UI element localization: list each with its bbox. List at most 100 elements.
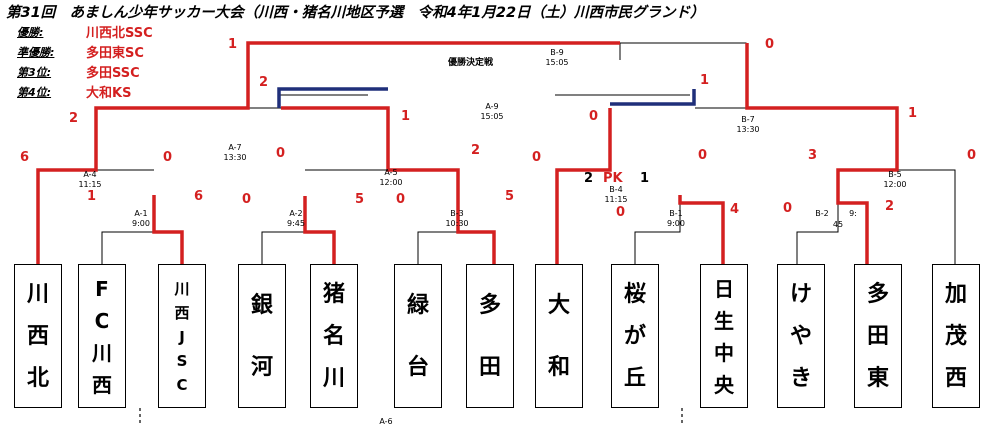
score-b9-right: 0 xyxy=(765,37,775,52)
team-box-9: 桜が丘 xyxy=(611,264,659,408)
team-name-char: き xyxy=(789,366,812,391)
match-a9-id: A-9 xyxy=(485,102,499,111)
team-name-char: S xyxy=(176,352,188,370)
line-b2 xyxy=(796,196,839,264)
score-b7-right: 1 xyxy=(908,106,918,121)
match-a5-id: A-5 xyxy=(384,168,398,177)
final-label: 優勝決定戦 xyxy=(448,58,494,68)
line-a9-navy-left xyxy=(277,87,388,108)
team-name-char: J xyxy=(179,328,185,346)
team-name-char: 西 xyxy=(26,324,49,349)
match-b3-time: 10:30 xyxy=(445,219,469,228)
team-name-char: 銀 xyxy=(250,293,273,318)
score-b9-left: 1 xyxy=(228,37,238,52)
team-box-11: けやき xyxy=(777,264,825,408)
team-name-char: 川 xyxy=(26,282,49,307)
line-b5 xyxy=(897,169,956,264)
rank-label-1: 優勝: xyxy=(17,26,44,39)
score-a5-left: 0 xyxy=(276,146,286,161)
team-name-char: 多 xyxy=(866,282,889,307)
rank-label-2: 準優勝: xyxy=(17,46,55,59)
team-name-char: 田 xyxy=(866,324,889,349)
match-b5-id: B-5 xyxy=(888,170,902,179)
match-a5-time: 12:00 xyxy=(379,178,403,187)
line-b3 xyxy=(417,231,458,264)
match-b2: B-2 xyxy=(802,209,842,219)
match-a7-time: 13:30 xyxy=(223,153,247,162)
team-name-char: 日 xyxy=(714,277,734,301)
score-a4-left: 6 xyxy=(20,150,30,165)
score-a9-right: 1 xyxy=(700,73,710,88)
rank-team-3: 多田SSC xyxy=(86,66,140,81)
team-name-char: や xyxy=(789,324,812,349)
team-box-5: 猪名川 xyxy=(310,264,358,408)
score-b1-right: 4 xyxy=(730,202,740,217)
match-a9-time: 15:05 xyxy=(480,112,504,121)
team-name-char: 西 xyxy=(92,373,112,397)
score-a5-right: 2 xyxy=(471,143,481,158)
match-a6-id: A-6 xyxy=(379,417,393,426)
team-name-char: 生 xyxy=(714,309,734,333)
team-box-10: 日生中央 xyxy=(700,264,748,408)
team-name-char: 央 xyxy=(714,373,734,397)
team-name-char: 台 xyxy=(406,355,429,380)
team-name-char: 大 xyxy=(547,293,570,318)
red-kawanishikita xyxy=(36,41,620,264)
score-a9-left: 2 xyxy=(259,75,269,90)
match-a6: A-6 xyxy=(366,417,406,427)
rank-team-1: 川西北SSC xyxy=(86,26,153,41)
bottom-dashes xyxy=(139,408,683,426)
red-inagawa xyxy=(303,196,336,264)
match-a2-id: A-2 xyxy=(289,209,303,218)
score-b4-pk-left: 2 xyxy=(584,171,594,186)
score-b2-left: 0 xyxy=(783,201,793,216)
score-a2-right: 5 xyxy=(355,192,365,207)
red-tadahigashi xyxy=(745,43,899,264)
match-b7-time: 13:30 xyxy=(736,125,760,134)
red-nisseichuo xyxy=(678,195,725,264)
rank-team-2: 多田東SC xyxy=(86,46,144,61)
match-b5-time: 12:00 xyxy=(883,180,907,189)
match-a1-id: A-1 xyxy=(134,209,148,218)
red-yamato xyxy=(555,108,612,264)
bracket-lines-red xyxy=(36,41,899,264)
match-b3-id: B-3 xyxy=(450,209,464,218)
match-a1-time: 9:00 xyxy=(132,219,150,228)
team-box-4: 銀河 xyxy=(238,264,286,408)
team-box-12: 多田東 xyxy=(854,264,902,408)
match-b2-id: B-2 xyxy=(815,209,829,218)
score-b4-right: 0 xyxy=(698,148,708,163)
team-name-char: 川 xyxy=(322,366,345,391)
team-name-char: 茂 xyxy=(944,324,967,349)
match-b2-time-2: 45 xyxy=(832,220,844,229)
team-name-char: 猪 xyxy=(322,282,345,307)
score-a4-right: 0 xyxy=(163,150,173,165)
team-name-char: が xyxy=(623,324,646,349)
score-b2-right: 2 xyxy=(885,199,895,214)
score-b3-left: 0 xyxy=(396,192,406,207)
score-a7-right: 1 xyxy=(401,109,411,124)
red-kawanishi-jsc xyxy=(152,195,184,264)
line-a1 xyxy=(101,195,155,264)
team-name-char: け xyxy=(789,282,812,307)
team-name-char: 緑 xyxy=(406,293,429,318)
score-b5-left: 3 xyxy=(808,148,818,163)
team-name-char: 川 xyxy=(92,341,112,365)
match-b2-time-1: 9: xyxy=(849,209,857,218)
team-name-char: C xyxy=(94,309,110,333)
match-a7-id: A-7 xyxy=(228,143,242,152)
team-box-8: 大和 xyxy=(535,264,583,408)
team-name-char: 東 xyxy=(866,366,889,391)
team-name-char: 和 xyxy=(547,355,570,380)
line-a9-navy-right xyxy=(610,89,696,106)
match-a4-id: A-4 xyxy=(83,170,97,179)
rank-label-3: 第3位: xyxy=(17,66,52,79)
